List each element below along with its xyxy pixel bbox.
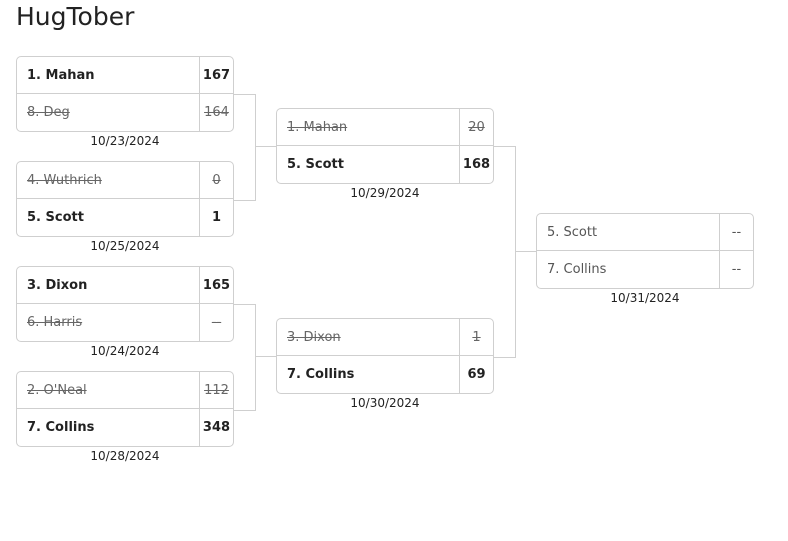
team-slot[interactable]: 7. Collins 348 <box>17 409 233 446</box>
team-score: 0 <box>199 162 233 199</box>
team-score: 69 <box>459 356 493 393</box>
team-name: 7. Collins <box>27 420 95 435</box>
team-score: -- <box>719 251 753 288</box>
match-qf2: 4. Wuthrich 0 5. Scott 1 <box>16 161 234 237</box>
team-name: 1. Mahan <box>27 68 95 83</box>
team-slot[interactable]: 3. Dixon 1 <box>277 319 493 356</box>
team-score: 20 <box>459 109 493 146</box>
bracket-connector <box>255 356 276 357</box>
team-score: -- <box>199 304 233 341</box>
match-qf4: 2. O'Neal 112 7. Collins 348 <box>16 371 234 447</box>
team-name: 1. Mahan <box>287 120 348 135</box>
team-score: 348 <box>199 409 233 446</box>
match-qf3: 3. Dixon 165 6. Harris -- <box>16 266 234 342</box>
team-slot[interactable]: 7. Collins 69 <box>277 356 493 393</box>
team-slot[interactable]: 5. Scott 1 <box>17 199 233 236</box>
team-slot[interactable]: 1. Mahan 167 <box>17 57 233 94</box>
team-name: 4. Wuthrich <box>27 173 102 188</box>
team-slot[interactable]: 6. Harris -- <box>17 304 233 341</box>
match-date: 10/23/2024 <box>90 134 160 148</box>
team-name: 5. Scott <box>287 157 344 172</box>
team-name: 6. Harris <box>27 315 83 330</box>
match-date: 10/29/2024 <box>350 186 420 200</box>
match-date: 10/28/2024 <box>90 449 160 463</box>
team-slot[interactable]: 8. Deg 164 <box>17 94 233 131</box>
team-score: 167 <box>199 57 233 94</box>
team-slot[interactable]: 7. Collins -- <box>537 251 753 288</box>
team-slot[interactable]: 5. Scott -- <box>537 214 753 251</box>
team-slot[interactable]: 1. Mahan 20 <box>277 109 493 146</box>
team-name: 3. Dixon <box>287 330 341 345</box>
match-qf1: 1. Mahan 167 8. Deg 164 <box>16 56 234 132</box>
team-score: 112 <box>199 372 233 409</box>
team-slot[interactable]: 2. O'Neal 112 <box>17 372 233 409</box>
team-score: -- <box>719 214 753 251</box>
team-name: 3. Dixon <box>27 278 88 293</box>
team-score: 168 <box>459 146 493 183</box>
team-score: 1 <box>199 199 233 236</box>
team-name: 7. Collins <box>547 262 607 277</box>
match-sf1: 1. Mahan 20 5. Scott 168 <box>276 108 494 184</box>
match-date: 10/25/2024 <box>90 239 160 253</box>
team-name: 5. Scott <box>27 210 84 225</box>
match-final: 5. Scott -- 7. Collins -- <box>536 213 754 289</box>
match-date: 10/30/2024 <box>350 396 420 410</box>
team-name: 2. O'Neal <box>27 383 87 398</box>
team-score: 164 <box>199 94 233 131</box>
bracket-connector <box>234 94 256 201</box>
bracket-connector <box>255 146 276 147</box>
page-title: HugTober <box>16 2 135 31</box>
match-date: 10/31/2024 <box>610 291 680 305</box>
bracket-connector <box>515 251 536 252</box>
team-score: 165 <box>199 267 233 304</box>
bracket-connector <box>494 146 516 358</box>
team-slot[interactable]: 3. Dixon 165 <box>17 267 233 304</box>
team-slot[interactable]: 5. Scott 168 <box>277 146 493 183</box>
match-date: 10/24/2024 <box>90 344 160 358</box>
team-slot[interactable]: 4. Wuthrich 0 <box>17 162 233 199</box>
match-sf2: 3. Dixon 1 7. Collins 69 <box>276 318 494 394</box>
bracket-connector <box>234 304 256 411</box>
team-score: 1 <box>459 319 493 356</box>
team-name: 8. Deg <box>27 105 70 120</box>
team-name: 5. Scott <box>547 225 598 240</box>
team-name: 7. Collins <box>287 367 355 382</box>
